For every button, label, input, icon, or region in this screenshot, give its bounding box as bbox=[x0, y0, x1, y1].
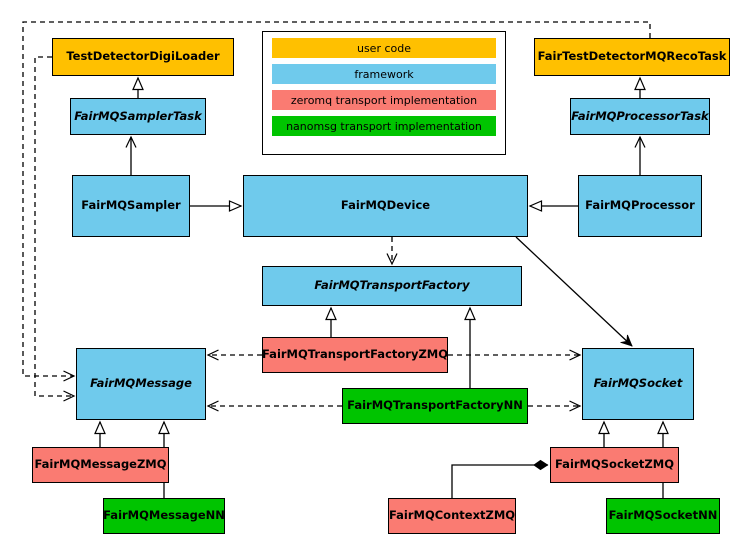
class-node-label: FairMQSamplerTask bbox=[74, 108, 202, 123]
class-node-TestDetectorDigiLoader[interactable]: TestDetectorDigiLoader bbox=[52, 38, 234, 76]
class-node-FairMQDevice[interactable]: FairMQDevice bbox=[243, 175, 528, 237]
class-node-label: FairMQDevice bbox=[340, 198, 431, 213]
legend-item-0: user code bbox=[272, 38, 496, 58]
class-node-label: FairMQMessage bbox=[90, 376, 192, 391]
legend-item-label: user code bbox=[356, 41, 412, 55]
class-node-FairMQMessage[interactable]: FairMQMessage bbox=[76, 348, 206, 420]
class-node-label: FairMQTransportFactory bbox=[314, 278, 470, 293]
class-node-label: FairMQSocketNN bbox=[608, 508, 718, 523]
class-node-FairMQProcessorTask[interactable]: FairMQProcessorTask bbox=[570, 98, 710, 135]
class-node-label: FairMQSocket bbox=[593, 376, 683, 391]
class-node-FairMQSocket[interactable]: FairMQSocket bbox=[582, 348, 694, 420]
class-node-FairMQMessageNN[interactable]: FairMQMessageNN bbox=[103, 498, 225, 534]
class-node-label: FairMQTransportFactoryZMQ bbox=[262, 347, 449, 362]
class-node-FairMQSocketZMQ[interactable]: FairMQSocketZMQ bbox=[550, 447, 679, 483]
class-node-FairMQSocketNN[interactable]: FairMQSocketNN bbox=[606, 498, 720, 534]
class-node-FairMQMessageZMQ[interactable]: FairMQMessageZMQ bbox=[32, 447, 169, 483]
class-node-label: FairMQSocketZMQ bbox=[555, 457, 674, 472]
legend-item-label: framework bbox=[354, 67, 414, 81]
legend-item-label: nanomsg transport implementation bbox=[286, 119, 482, 133]
class-node-label: FairMQSampler bbox=[81, 198, 181, 213]
class-node-FairMQTransportFactory[interactable]: FairMQTransportFactory bbox=[262, 266, 522, 306]
class-node-label: FairMQMessageNN bbox=[103, 508, 225, 523]
class-node-FairMQContextZMQ[interactable]: FairMQContextZMQ bbox=[388, 498, 516, 534]
class-node-label: FairMQMessageZMQ bbox=[34, 457, 167, 472]
class-node-label: FairMQProcessorTask bbox=[571, 108, 709, 123]
class-node-FairMQProcessor[interactable]: FairMQProcessor bbox=[578, 175, 702, 237]
class-node-FairMQSampler[interactable]: FairMQSampler bbox=[72, 175, 190, 237]
legend-item-3: nanomsg transport implementation bbox=[272, 116, 496, 136]
legend-item-2: zeromq transport implementation bbox=[272, 90, 496, 110]
class-node-label: FairMQContextZMQ bbox=[388, 508, 516, 523]
class-node-FairMQTransportFactoryNN[interactable]: FairMQTransportFactoryNN bbox=[342, 388, 528, 424]
class-node-label: FairMQProcessor bbox=[585, 198, 695, 213]
legend-item-label: zeromq transport implementation bbox=[290, 93, 478, 107]
class-node-FairMQTransportFactoryZMQ[interactable]: FairMQTransportFactoryZMQ bbox=[262, 337, 448, 373]
class-node-label: FairMQTransportFactoryNN bbox=[347, 398, 523, 413]
class-node-FairTestDetectorMQRecoTask[interactable]: FairTestDetectorMQRecoTask bbox=[534, 38, 730, 76]
class-node-label: FairTestDetectorMQRecoTask bbox=[537, 49, 727, 64]
class-node-label: TestDetectorDigiLoader bbox=[66, 49, 220, 64]
class-node-FairMQSamplerTask[interactable]: FairMQSamplerTask bbox=[70, 98, 206, 135]
legend-item-1: framework bbox=[272, 64, 496, 84]
